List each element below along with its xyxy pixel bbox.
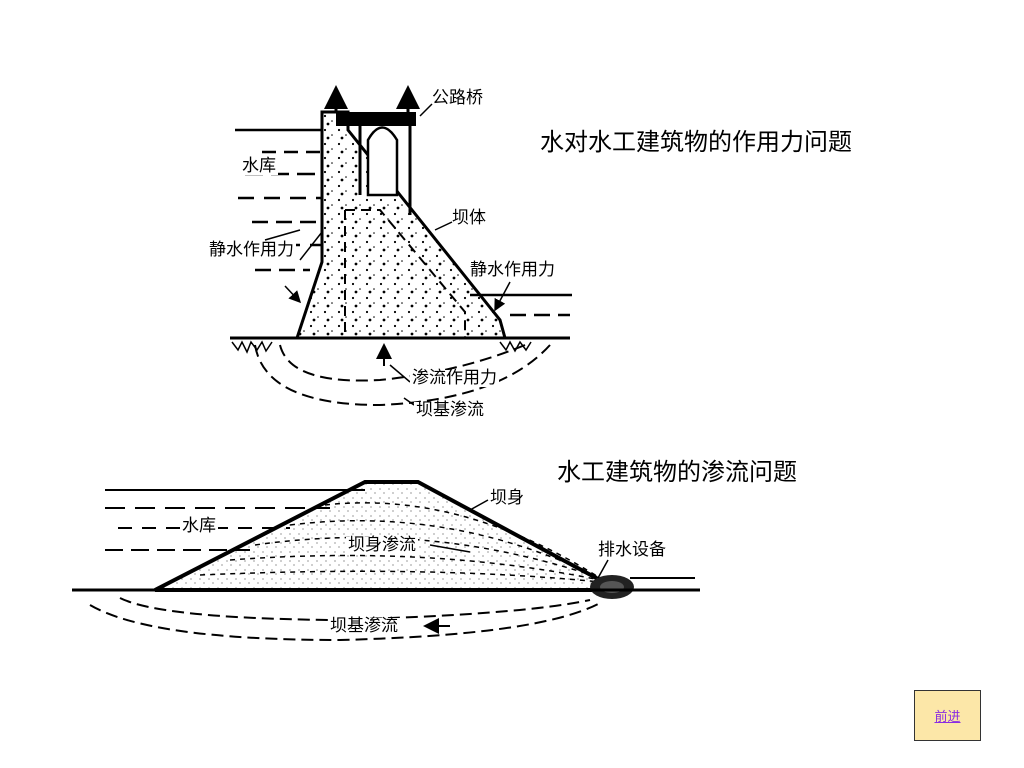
next-button-label: 前进: [934, 710, 961, 725]
upper-reservoir-label: 水库: [240, 156, 278, 176]
next-button[interactable]: 前进: [914, 690, 981, 741]
seepage-force-label: 渗流作用力: [410, 368, 499, 388]
dam-seepage-label: 坝身渗流: [346, 535, 418, 555]
lower-dam-body-label: 坝身: [490, 488, 524, 508]
drainage-label: 排水设备: [598, 540, 666, 560]
upper-diagram-title: 水对水工建筑物的作用力问题: [540, 128, 852, 156]
static-force-left-label: 静水作用力: [207, 240, 296, 260]
bridge-label: 公路桥: [432, 88, 483, 108]
lower-reservoir-label: 水库: [180, 516, 218, 536]
dam-body-label: 坝体: [452, 208, 486, 228]
gravity-dam-diagram: [230, 85, 572, 407]
static-force-right-label: 静水作用力: [470, 260, 555, 280]
downstream-water-lines: [470, 293, 572, 317]
foundation-seepage-lines: [254, 344, 551, 407]
lower-foundation-seepage-label: 坝基渗流: [328, 616, 400, 636]
upper-foundation-seepage-label: 坝基渗流: [414, 400, 486, 420]
earth-dam-diagram: [72, 480, 700, 642]
lower-diagram-title: 水工建筑物的渗流问题: [557, 458, 797, 486]
